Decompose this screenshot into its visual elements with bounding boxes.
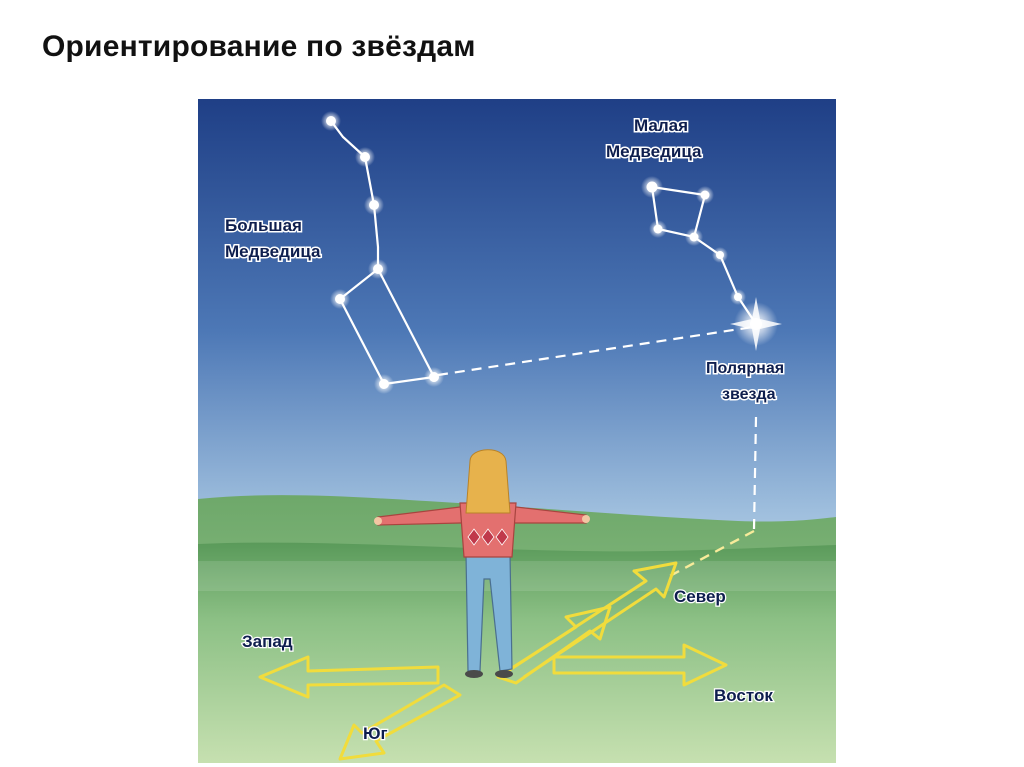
- person-figure: [374, 449, 590, 678]
- label-north: Север: [674, 587, 726, 606]
- star-orientation-illustration: Большая Медведица Малая Медведица Полярн…: [198, 99, 836, 763]
- pointer-dashed-line: [437, 325, 754, 377]
- polaris-label-line1: Полярная: [706, 360, 784, 377]
- south-arrow: [338, 683, 462, 761]
- ground: [198, 542, 836, 763]
- person-hair: [465, 449, 511, 514]
- little-dipper-label-line2: Медведица: [606, 142, 702, 161]
- big-dipper-constellation: [329, 119, 436, 386]
- polaris-vertical-dashed-line: [752, 416, 758, 530]
- direction-arrows: [258, 561, 728, 761]
- polaris-label-line2: звезда: [722, 386, 776, 403]
- big-dipper-label-line2: Медведица: [225, 242, 321, 261]
- label-west: Запад: [242, 632, 293, 651]
- slide-title: Ориентирование по звёздам: [42, 30, 476, 63]
- east-arrow: [552, 643, 728, 687]
- big-dipper-label-line1: Большая: [225, 216, 302, 235]
- little-dipper-label-line1: Малая: [634, 116, 688, 135]
- little-dipper-stars: [641, 176, 746, 305]
- north-arrow-long: [507, 561, 678, 679]
- label-east: Восток: [714, 686, 773, 705]
- west-arrow: [258, 655, 440, 699]
- polaris-star: [730, 297, 782, 351]
- label-south: Юг: [363, 724, 388, 743]
- big-dipper-stars: [321, 111, 444, 394]
- ground-haze: [198, 561, 836, 591]
